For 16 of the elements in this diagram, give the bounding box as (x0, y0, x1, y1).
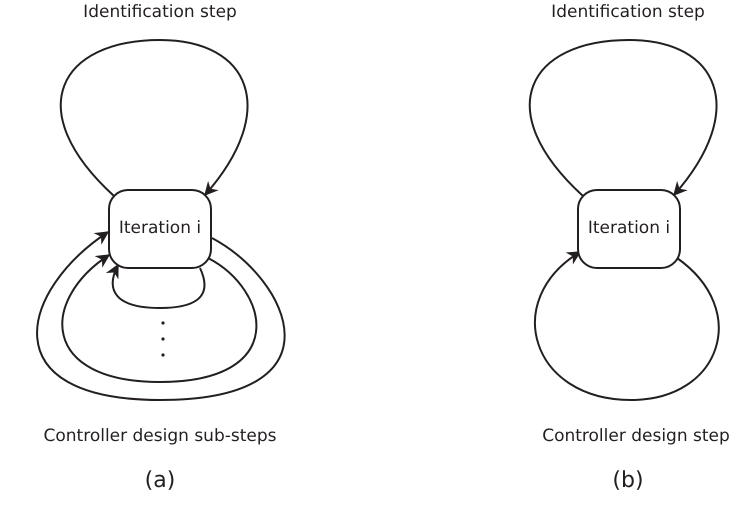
panel-label: (b) (612, 468, 644, 493)
loop-arrow (528, 39, 718, 197)
loop-arrow (534, 251, 720, 401)
iteration-box (577, 189, 681, 269)
step-label: Identification step (551, 2, 705, 22)
node-label: Iteration i (587, 217, 671, 240)
loop-arrow (106, 264, 206, 309)
loop-arrow (36, 231, 286, 401)
node-label: Iteration i (118, 217, 202, 240)
step-label: Controller design step (542, 426, 730, 446)
panel-label: (a) (144, 468, 176, 493)
step-label: Identification step (83, 2, 237, 22)
step-label: Controller design sub-steps (44, 426, 276, 446)
iteration-box (108, 189, 212, 269)
loop-arrow (60, 39, 248, 197)
loop-arrow (61, 254, 257, 383)
